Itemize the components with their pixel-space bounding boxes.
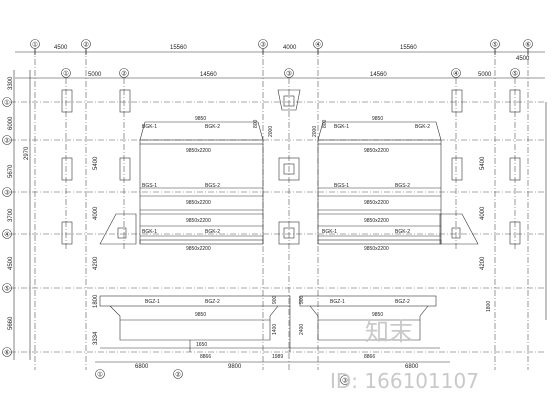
beam-right-row4: 9850x2200 (364, 246, 389, 252)
beam-left-row3: 9850x2200 (186, 218, 211, 224)
beam-left-row1: 9850x2200 (186, 148, 211, 154)
dim-inner-left-6: 3334 (93, 331, 99, 345)
dim-inner-left-1: 2970 (24, 146, 30, 160)
dim-top-1: 4500 (54, 45, 68, 51)
tag-r1b: BGK-2 (415, 124, 430, 130)
tag-l4b: BGZ-2 (205, 299, 220, 305)
small-dim-h: 2400 (299, 324, 305, 335)
tag-l2b: BGS-2 (205, 183, 220, 189)
dim-bottom-2: 9800 (228, 364, 242, 370)
tag-r4b: BGZ-2 (395, 299, 410, 305)
axis-second-2: ② (121, 70, 127, 78)
dim-bottom-1: 6800 (135, 364, 149, 370)
dim-top-3: 4000 (283, 45, 297, 51)
axis-left-1: ① (4, 99, 10, 107)
tag-r2a: BGS-1 (334, 183, 349, 189)
dim-bottom-3: 6800 (405, 364, 419, 370)
axis-left-3: ③ (4, 189, 10, 197)
dim-inner-left-5: 1800 (93, 294, 99, 308)
dim-inner-right-2: 4000 (480, 206, 486, 220)
axis-second-5: ⑤ (512, 70, 518, 78)
bottom-detail-4: 8866 (364, 354, 375, 360)
tag-l3a: BGK-1 (142, 229, 157, 235)
beam-right-row3: 9850x2200 (364, 218, 389, 224)
small-dim-b: 2000 (268, 126, 274, 137)
bottom-detail-1: 1650 (196, 342, 207, 348)
dim-top-2: 15560 (170, 45, 187, 51)
dim-second-1: 5000 (88, 72, 102, 78)
small-dim-g: 900 (299, 295, 305, 304)
axis-second-4: ④ (453, 70, 459, 78)
tag-l3b: BGK-2 (205, 229, 220, 235)
bottom-detail-2: 8866 (200, 354, 211, 360)
tag-l1a: BGK-1 (142, 124, 157, 130)
dim-inner-right-3: 4200 (480, 256, 486, 270)
dim-left-6: 5660 (8, 316, 14, 330)
dim-top-5: 4500 (516, 56, 530, 62)
dim-left-2: 6000 (8, 116, 14, 130)
tag-r3b: BGK-2 (395, 229, 410, 235)
beam-right-row2: 9850x2200 (364, 200, 389, 206)
small-dim-i: 1800 (486, 301, 492, 312)
tag-l2a: BGS-1 (142, 183, 157, 189)
axis-left-2: ② (4, 137, 10, 145)
tag-r4a: BGZ-1 (330, 299, 345, 305)
axis-bottom-1: ① (97, 371, 103, 379)
bottom-detail-3: 1989 (272, 354, 283, 360)
dim-inner-left-2: 5400 (93, 156, 99, 170)
axis-top-1: ① (32, 41, 38, 49)
axis-top-5: ⑤ (492, 41, 498, 49)
axis-top-4: ④ (315, 41, 321, 49)
axis-top-2: ② (83, 41, 89, 49)
dim-second-4: 5000 (478, 72, 492, 78)
axis-left-4: ④ (4, 231, 10, 239)
axis-left-5: ⑤ (4, 285, 10, 293)
beam-right-row1: 9850x2200 (364, 148, 389, 154)
small-dim-a: 800 (253, 119, 259, 128)
beam-left-top-span: 9850 (195, 116, 206, 122)
dim-second-3: 14560 (370, 72, 387, 78)
dim-inner-right-1: 5400 (480, 156, 486, 170)
small-dim-f: 1400 (272, 324, 278, 335)
dim-inner-left-4: 4200 (93, 256, 99, 270)
axis-top-6: ⑥ (525, 41, 531, 49)
small-dim-c: 2000 (312, 126, 318, 137)
dim-top-4: 15560 (400, 45, 417, 51)
tag-r2b: BGS-2 (395, 183, 410, 189)
dim-left-5: 4500 (8, 256, 14, 270)
axis-second-1: ① (63, 70, 69, 78)
watermark-logo: 知末 (365, 318, 413, 346)
beam-right-top-span: 9850 (372, 116, 383, 122)
axis-left-6: ⑥ (4, 349, 10, 357)
axis-bottom-3: ③ (342, 377, 348, 385)
small-dim-e: 900 (272, 295, 278, 304)
dim-second-2: 14560 (200, 72, 217, 78)
dim-left-3: 5670 (8, 164, 14, 178)
tag-r3a: BGK-1 (322, 229, 337, 235)
tag-l4a: BGZ-1 (145, 299, 160, 305)
beam-left-row4: 9850x2200 (186, 246, 211, 252)
axis-bottom-2: ② (175, 371, 181, 379)
axis-second-3: ③ (286, 70, 292, 78)
tag-r1a: BGK-1 (334, 124, 349, 130)
axis-top-3: ③ (260, 41, 266, 49)
beam-left-row2: 9850x2200 (186, 200, 211, 206)
tag-l1b: BGK-2 (205, 124, 220, 130)
beam-left-bottom: 9850 (195, 312, 206, 318)
dim-inner-left-3: 4000 (93, 206, 99, 220)
small-dim-d: 800 (322, 119, 328, 128)
dim-left-4: 3700 (8, 208, 14, 222)
beam-right-bottom: 9850 (372, 312, 383, 318)
watermark-id: ID: 166101107 (330, 369, 479, 393)
dim-left-1: 3300 (8, 76, 14, 90)
